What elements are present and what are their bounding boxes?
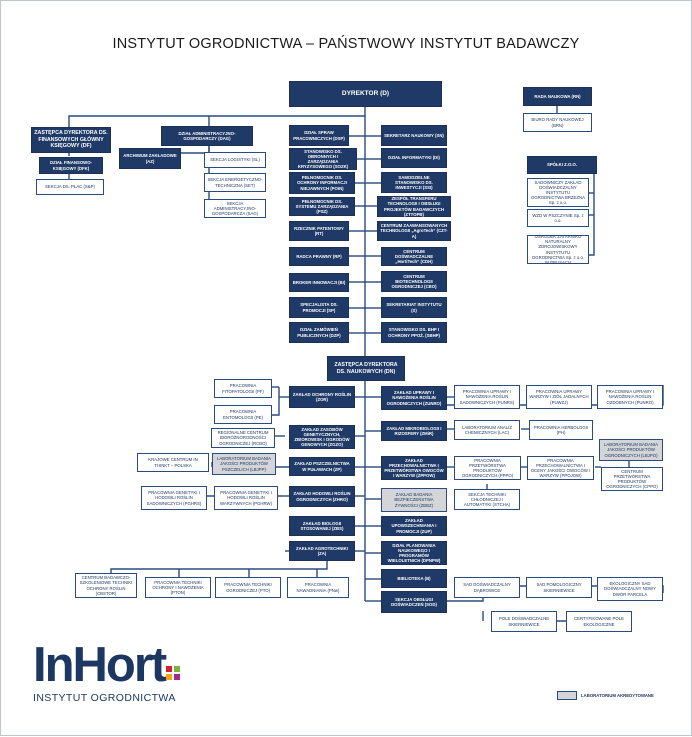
box-spolki: SPÓŁKI Z.O.O. <box>527 156 597 174</box>
box-pracownia-genetyki-sad: PRACOWNIA GENETYKI I HODOWLI ROŚLIN SADO… <box>141 486 207 510</box>
box-biblioteka: BIBLIOTEKA (B) <box>381 569 447 588</box>
logo-subtitle: INSTYTUT OGRODNICTWA <box>33 692 176 704</box>
box-pracownia-techniki-ochrony: PRACOWNIA TECHNIKI OCHRONY I NAWOŻENIA (… <box>145 577 211 598</box>
box-zastepca-finanse: ZASTĘPCA DYREKTORA DS. FINANSOWYCH GŁÓWN… <box>31 127 111 153</box>
box-sekretariat: SEKRETARIAT INSTYTUTU (S) <box>381 297 447 318</box>
legend-swatch <box>557 691 577 700</box>
box-zespol-transferu: ZESPÓŁ TRANSFERU TECHNOLOGII I OBSŁUGI P… <box>377 196 451 217</box>
box-zaklad-hodowli: ZAKŁAD HODOWLI ROŚLIN OGRODNICZYCH (ZHRO… <box>289 486 355 507</box>
page-title: INSTYTUT OGRODNICTWA – PAŃSTWOWY INSTYTU… <box>112 36 580 52</box>
box-archiwum: ARCHIWUM ZAKŁADOWE (AZ) <box>119 148 181 169</box>
inhort-logo: InHort INSTYTUT OGRODNICTWA <box>33 638 176 705</box>
box-pracownia-uprawy-sad: PRACOWNIA UPRAWY I NAWOŻENIA ROŚLIN SADO… <box>454 385 520 409</box>
box-zaklad-zasobow-genetycznych: ZAKŁAD ZASOBÓW GENETYCZNYCH, ZBIOROWISK … <box>289 425 355 449</box>
box-pracownia-fitopatologii: PRACOWNIA FITOPATOLOGII (PF) <box>214 379 272 398</box>
logo-wordmark: InHort <box>33 638 167 692</box>
box-sekcja-obslugi: SEKCJA OBSŁUGI DOŚWIADCZEŃ (SOD) <box>381 591 447 613</box>
box-broker-innowacji: BROKER INNOWACJI (BI) <box>289 273 349 292</box>
box-spolka-prusy: OŚRODEK ZATARNIKO NATURALNY ZDROJOWISKOW… <box>527 234 589 265</box>
logo-square-purple <box>174 674 180 680</box>
logo-square-orange <box>166 674 172 680</box>
box-centrum-hortitech: CENTRUM DOŚWIADCZALNE „HortiTech” (CDH) <box>381 247 447 266</box>
box-zaklad-ochrony-roslin: ZAKŁAD OCHRONY ROŚLIN (ZOR) <box>289 386 355 408</box>
legend-label: LABORATORIUM AKREDYTOWANE <box>581 693 654 698</box>
box-zastepca-naukowy: ZASTĘPCA DYREKTORA DS. NAUKOWYCH (DN) <box>327 356 405 381</box>
box-dzial-administracyjny: DZIAŁ ADMINISTRACYJNO-GOSPODARCZY (DAG) <box>161 126 253 146</box>
box-sad-dabrowice: SAD DOŚWIADCZALNY DĄBROWICE <box>454 577 520 598</box>
box-sad-pomologiczny: SAD POMOLOGICZNY SKIERNIEWICE <box>526 577 592 598</box>
box-laboratorium-analiz: LABORATORIUM ANALIZ CHEMICZNYCH (LAC) <box>454 420 520 440</box>
box-radca-prawny: RADCA PRAWNY (RP) <box>289 247 349 266</box>
box-dzial-informatyki: DZIAŁ INFORMATYKI (DI) <box>381 148 447 168</box>
box-sekcja-plac: SEKCJA DS. PŁAC (S&P) <box>36 179 104 195</box>
box-centrum-biotechnologii: CENTRUM BIOTECHNOLOGII OGRODNICZEJ (CBO) <box>381 271 447 292</box>
box-stanowisko-bhp: STANOWISKO DS. BHP I OCHRONY PPOŻ. (SBHP… <box>381 322 447 343</box>
box-sekcja-logistyki: SEKCJA LOGISTYKI (SL) <box>204 152 266 168</box>
box-sad-ekologiczny: EKOLOGICZNY SAD DOŚWIADCZALNY NOWY DWÓR … <box>597 577 663 601</box>
box-pracownia-herbologii: PRACOWNIA HERBOLOGII (PH) <box>529 420 593 440</box>
box-zaklad-biologii-stosowanej: ZAKŁAD BIOLOGII STOSOWANEJ (ZBS) <box>289 516 355 536</box>
box-pracownia-entomologii: PRACOWNIA ENTOMOLOGII (PE) <box>214 405 272 424</box>
box-pole-doswiadczalne: POLE DOŚWIADCZALNE SKIERNIEWICE <box>491 611 557 632</box>
box-pelnomocnik-informacji: PEŁNOMOCNIK DS. OCHRONY INFORMACJI NIEJA… <box>289 172 355 194</box>
box-zaklad-bezpieczenstwa-zywnosci: ZAKŁAD BADANIA BEZPIECZEŃSTWA ŻYWNOŚCI (… <box>381 488 447 512</box>
box-spolka-wzd: WZD W PSZCZYNIE Sp. z o.o. <box>527 209 589 227</box>
box-centrum-techniki-ochrony: CENTRUM BADAWCZO-SZKOLENIOWE TECHNIKI OC… <box>75 573 137 598</box>
logo-square-green <box>174 666 180 672</box>
box-rzecznik-patentowy: RZECZNIK PATENTOWY (RT) <box>289 221 349 241</box>
box-zaklad-agrotechniki: ZAKŁAD AGROTECHNIKI (ZA) <box>289 541 355 561</box>
box-dzial-spraw-pracowniczych: DZIAŁ SPRAW PRACOWNICZYCH (DSP) <box>289 125 349 146</box>
box-centrum-bioroznorodnosci: REGIONALNE CENTRUM BIORÓŻNORODNOŚCI OGRO… <box>211 428 275 448</box>
box-zaklad-mikrobiologii: ZAKŁAD MIKROBIOLOGII I RIZOSFERY (ZMiR) <box>381 421 447 441</box>
box-zaklad-uprawy: ZAKŁAD UPRAWY I NAWOŻENIA ROŚLIN OGRODNI… <box>381 386 447 410</box>
box-stanowisko-inwestycji: SAMODZIELNE STANOWISKO DS. INWESTYCJI (S… <box>381 172 447 193</box>
box-pracownia-nawadniania: PRACOWNIA NAWADNIANIA (PNw) <box>287 577 349 598</box>
box-sekcja-admin-gosp: SEKCJA ADMINISTRACYJNO-GOSPODARCZA (SAG) <box>204 199 266 218</box>
box-stanowisko-obronne: STANOWISKO DS. OBRONNYCH I ZARZĄDZANIA K… <box>289 148 357 170</box>
box-centrum-przetworstwa: CENTRUM PRZETWÓRSTWA PRODUKTÓW OGRODNICZ… <box>601 467 663 491</box>
box-biuro-rady: BIURO RADY NAUKOWEJ (BRN) <box>523 113 592 132</box>
box-zaklad-pszczelnictwa: ZAKŁAD PSZCZELNICTWA W PUŁAWACH (ZP) <box>289 457 355 476</box>
box-sekcja-techniki-chlodniczej: SEKCJA TECHNIKI CHŁODNICZEJ I AUTOMATYKI… <box>454 489 520 510</box>
box-specjalista-promocji: SPECJALISTA DS. PROMOCJI (SP) <box>289 297 349 318</box>
box-zaklad-przechowalnictwa: ZAKŁAD PRZECHOWALNICTWA I PRZETWÓRSTWA O… <box>381 456 447 480</box>
box-centrum-agrotech: CENTRUM ZAAWANSOWANYCH TECHNOLOGII „Agro… <box>377 221 451 241</box>
box-rada-naukowa: RADA NAUKOWA (RN) <box>523 87 592 106</box>
box-pracownia-uprawy-warzyw: PRACOWNIA UPRAWY WARZYW I ZIÓŁ JADALNYCH… <box>526 385 592 409</box>
box-pracownia-uprawy-ozdobnych: PRACOWNIA UPRAWY I NAWOŻENIA ROŚLIN OZDO… <box>597 385 663 409</box>
box-dzial-planowania: DZIAŁ PLANOWANIA NAUKOWEGO I PROGRAMÓW W… <box>381 541 447 565</box>
box-pracownia-techniki-ogrodniczej: PRACOWNIA TECHNIKI OGRODNICZEJ (PTO) <box>215 577 281 598</box>
box-sekretarz-naukowy: SEKRETARZ NAUKOWY (SN) <box>381 125 447 146</box>
logo-square-red <box>166 666 172 672</box>
box-director: DYREKTOR (D) <box>289 81 442 107</box>
box-certyfikowane-pole: CERTYFIKOWANE POLE EKOLOGICZNE <box>566 611 632 632</box>
box-dzial-finansowy: DZIAŁ FINANSOWO-KSIĘGOWY (DFK) <box>39 157 103 174</box>
box-dzial-zamowien: DZIAŁ ZAMÓWIEŃ PUBLICZNYCH (DZP) <box>289 322 349 343</box>
box-laboratorium-ogrodnicze: LABORATORIUM BADANIA JAKOŚCI PRODUKTÓW O… <box>599 439 663 461</box>
box-krajowe-centrum: KRAJOWE CENTRUM IN THINKT – POLSKA <box>137 453 209 472</box>
box-laboratorium-pszczele: LABORATORIUM BADANIA JAKOŚCI PRODUKTÓW P… <box>212 453 276 475</box>
box-pracownia-genetyki-warzyw: PRACOWNIA GENETYKI I HODOWLI ROŚLIN WARZ… <box>214 486 278 510</box>
box-zaklad-upowszechniania: ZAKŁAD UPOWSZECHNIANIA I PROMOCJI (ZUP) <box>381 516 447 536</box>
box-pracownia-przechowalnictwa: PRACOWNIA PRZECHOWALNICTWA I OCENY JAKOŚ… <box>527 456 594 480</box>
box-sekcja-energetyczna: SEKCJA ENERGETYCZNO-TECHNICZNA (SET) <box>204 173 266 192</box>
box-pracownia-przetworstwa: PRACOWNIA PRZETWÓRSTWA PRODUKTÓW OGRODNI… <box>454 456 521 480</box>
box-pelnomocnik-systemu: PEŁNOMOCNIK DS. SYSTEMU ZARZĄDZANIA (PSZ… <box>289 197 355 216</box>
box-spolka-brzezna: SADOWNICZY ZAKŁAD DOŚWIADCZALNY INSTYTUT… <box>527 178 589 207</box>
